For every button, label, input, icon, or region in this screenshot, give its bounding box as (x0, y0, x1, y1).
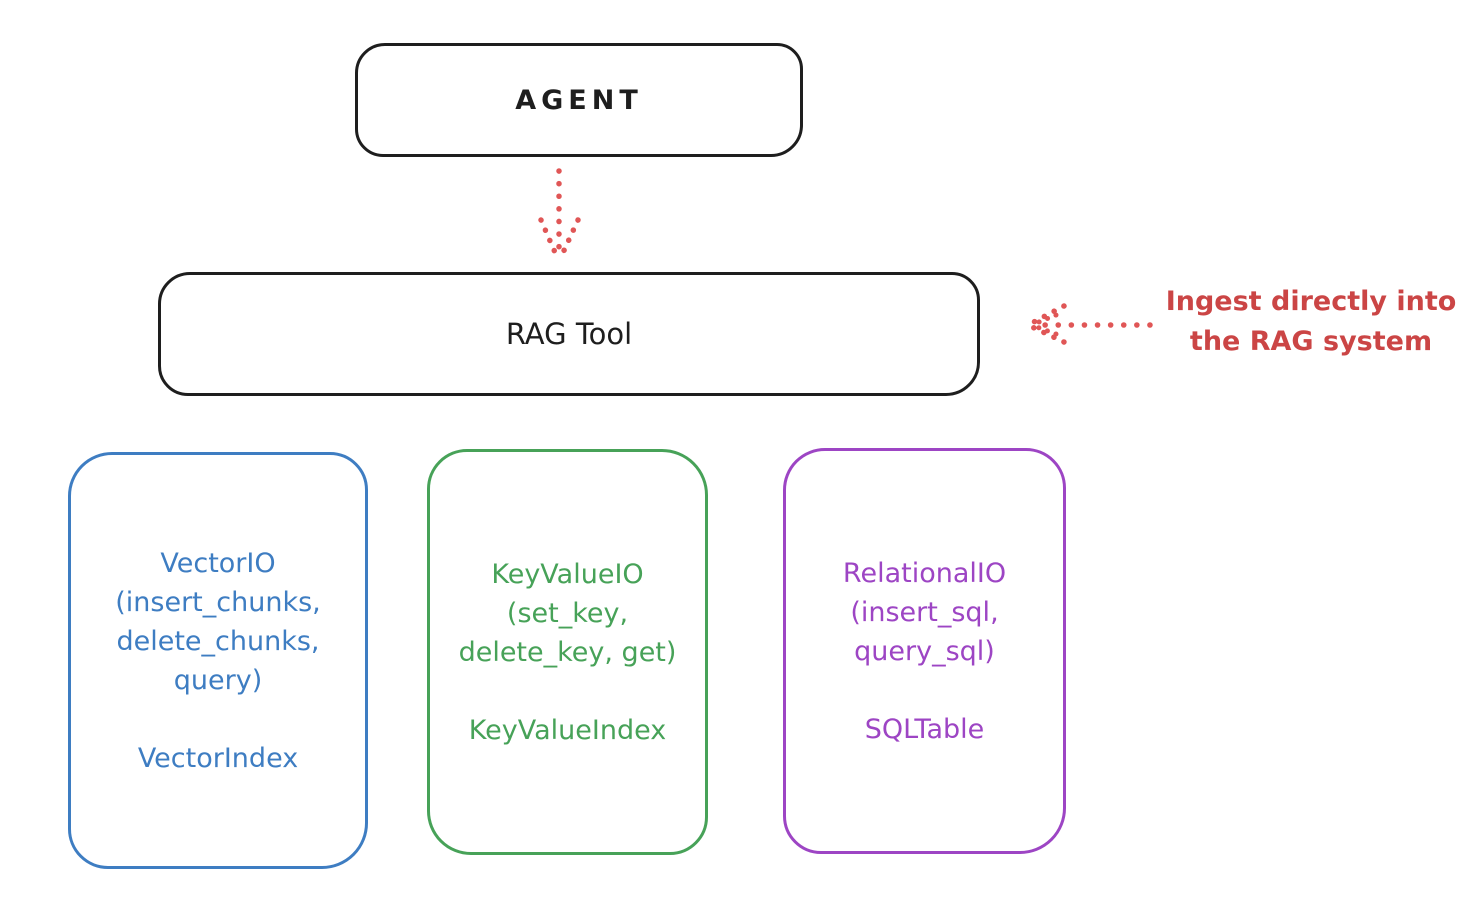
vector-index-label: VectorIndex (137, 742, 299, 774)
agent-to-rag-arrow (538, 168, 581, 260)
vector-io-line: query) (173, 664, 263, 696)
vector-io-line: VectorIO (160, 547, 276, 579)
annotation-line-2: the RAG system (1189, 326, 1433, 357)
relational-io-node: RelationalIO (insert_sql, query_sql) SQL… (783, 448, 1066, 854)
arrowhead-left-wing (538, 217, 560, 260)
arrowhead-top-wing (1027, 303, 1067, 327)
vector-io-line: delete_chunks, (116, 625, 320, 657)
sql-table-label: SQLTable (864, 713, 985, 745)
arrowhead-bottom-wing (1027, 323, 1067, 345)
keyvalue-io-line: delete_key, get) (458, 636, 677, 668)
relational-io-line: (insert_sql, (850, 596, 999, 628)
keyvalue-io-node: KeyValueIO (set_key, delete_key, get) Ke… (427, 449, 708, 855)
arrowhead-top-inner (1031, 312, 1059, 327)
arrowhead-right-wing (558, 217, 581, 260)
relational-io-line: query_sql) (854, 635, 995, 667)
annotation-line-1: Ingest directly into (1165, 286, 1457, 317)
vector-io-line: (insert_chunks, (115, 586, 321, 618)
rag-tool-label: RAG Tool (505, 317, 633, 351)
annotation-to-rag-arrow (1027, 303, 1153, 345)
vector-io-node: VectorIO (insert_chunks, delete_chunks, … (68, 452, 368, 869)
keyvalue-io-line: KeyValueIO (491, 558, 644, 590)
relational-io-line: RelationalIO (842, 557, 1007, 589)
agent-label: AGENT (515, 84, 643, 116)
ingest-annotation: Ingest directly into the RAG system (1138, 282, 1484, 362)
rag-tool-node: RAG Tool (158, 272, 980, 396)
keyvalue-index-label: KeyValueIndex (468, 714, 667, 746)
keyvalue-io-line: (set_key, (506, 597, 629, 629)
arrowhead-bottom-inner (1031, 323, 1059, 337)
agent-node: AGENT (355, 43, 803, 157)
